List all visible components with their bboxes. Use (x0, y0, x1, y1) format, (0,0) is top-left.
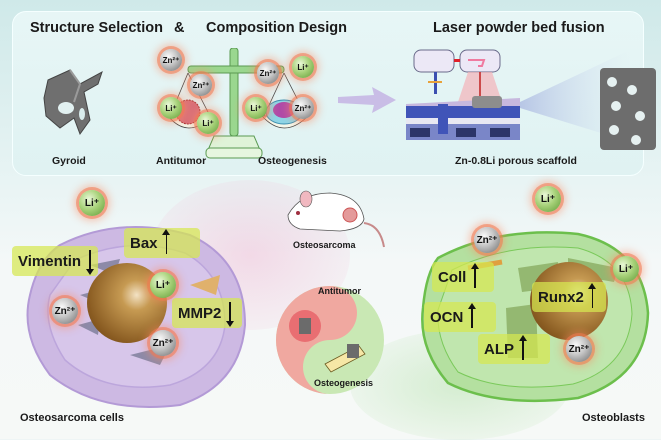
marker-label: MMP2 (178, 304, 222, 322)
ampersand: & (174, 20, 185, 36)
zn-ion: Zn²⁺ (474, 227, 500, 253)
li-ion: Li⁺ (535, 186, 561, 212)
zn-ion: Zn²⁺ (190, 74, 212, 96)
li-ion: Li⁺ (292, 56, 314, 78)
up-arrow-icon (589, 283, 596, 308)
process-arrow-icon (338, 87, 396, 113)
mouse-osteosarcoma-label: Osteosarcoma (293, 240, 356, 250)
li-ion: Li⁺ (197, 112, 219, 134)
li-ion: Li⁺ (245, 97, 267, 119)
zn-ion: Zn²⁺ (292, 97, 314, 119)
osteoblasts-caption: Osteoblasts (582, 412, 645, 424)
marker-coll: Coll (432, 262, 494, 292)
lpbf-heading: Laser powder bed fusion (433, 20, 605, 36)
li-ion: Li⁺ (150, 272, 176, 298)
up-arrow-icon (162, 229, 169, 254)
marker-label: Coll (438, 268, 467, 286)
osteosarcoma-cells-caption: Osteosarcoma cells (20, 412, 124, 424)
gyroid-icon (43, 69, 103, 136)
zn-ion: Zn²⁺ (52, 298, 78, 324)
li-ion: Li⁺ (160, 97, 182, 119)
marker-ocn: OCN (424, 302, 496, 332)
yin-yang-icon (276, 286, 384, 394)
marker-runx2: Runx2 (532, 282, 606, 312)
marker-label: Runx2 (538, 288, 584, 306)
marker-label: Bax (130, 234, 158, 252)
lpbf-machine-icon (406, 49, 656, 150)
li-ion: Li⁺ (613, 256, 639, 282)
up-arrow-icon (519, 335, 526, 360)
up-arrow-icon (471, 263, 478, 288)
gyroid-label: Gyroid (52, 155, 86, 167)
composition-design-heading: Composition Design (206, 20, 347, 36)
scaffold-label: Zn-0.8Li porous scaffold (455, 155, 577, 167)
zn-ion: Zn²⁺ (566, 336, 592, 362)
structure-selection-heading: Structure Selection (30, 20, 163, 36)
yin-osteogenesis-label: Osteogenesis (314, 378, 374, 388)
zn-ion: Zn²⁺ (160, 49, 182, 71)
down-arrow-icon (86, 250, 93, 275)
zn-ion: Zn²⁺ (150, 330, 176, 356)
marker-label: Vimentin (18, 252, 82, 270)
yin-antitumor-label: Antitumor (318, 286, 361, 296)
mouse-icon (287, 190, 385, 248)
zn-ion: Zn²⁺ (257, 62, 279, 84)
marker-bax: Bax (124, 228, 200, 258)
marker-label: ALP (484, 340, 514, 358)
balance-scale-icon (170, 48, 309, 159)
osteogenesis-label: Osteogenesis (258, 155, 327, 167)
marker-vimentin: Vimentin (12, 246, 98, 276)
marker-mmp2: MMP2 (172, 298, 242, 328)
marker-alp: ALP (478, 334, 550, 364)
marker-label: OCN (430, 308, 464, 326)
up-arrow-icon (468, 303, 475, 328)
antitumor-label: Antitumor (156, 155, 207, 167)
down-arrow-icon (226, 302, 233, 327)
li-ion: Li⁺ (79, 190, 105, 216)
